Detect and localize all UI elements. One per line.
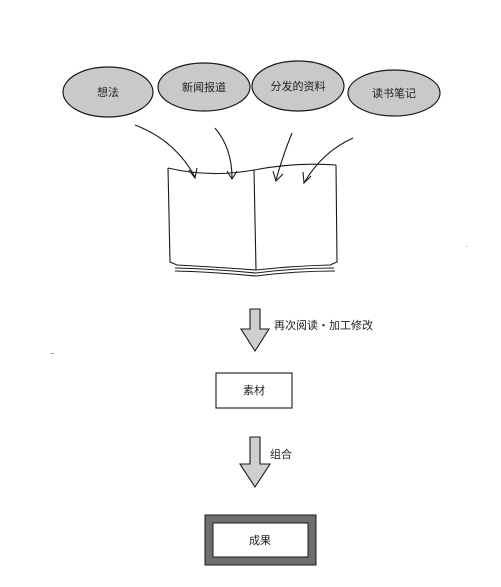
arrow-head <box>272 170 284 183</box>
source-bubble-reading-notes: 读书笔记 <box>347 69 441 117</box>
step-label: 组合 <box>270 447 292 461</box>
notebook-left-top <box>167 167 255 175</box>
box-label: 素材 <box>243 383 265 397</box>
bubble-label: 分发的资料 <box>271 79 326 93</box>
arrow-notes-to-notebook <box>303 137 354 184</box>
arrow-news-to-notebook <box>214 127 233 179</box>
step-label: 再次阅读・加工修改 <box>274 318 373 332</box>
step-arrow-reread-edit: 再次阅读・加工修改 <box>239 308 373 353</box>
down-arrow-icon <box>238 436 272 489</box>
bubble-shape <box>251 60 345 112</box>
result-box: 成果 <box>204 514 317 566</box>
bubble-label: 想法 <box>97 85 119 99</box>
arrow-handouts-to-notebook <box>275 132 293 181</box>
bubble-label: 读书笔记 <box>372 86 416 100</box>
arrow-ideas-to-notebook <box>134 124 196 178</box>
notebook-page-edge <box>174 267 335 274</box>
notebook-right-top <box>253 163 337 171</box>
notebook-spine <box>253 169 257 271</box>
paper-speck <box>51 353 54 354</box>
notebook-illustration <box>167 163 338 277</box>
bubble-shape <box>157 62 251 112</box>
source-bubble-news: 新闻报道 <box>157 62 251 112</box>
box-inner-frame <box>212 522 309 558</box>
bubble-label: 新闻报道 <box>182 80 226 94</box>
notebook-right-page <box>255 164 338 271</box>
paper-speck <box>466 246 467 247</box>
arrow-head <box>188 167 198 180</box>
arrow-head <box>302 171 312 185</box>
step-arrow-combine: 组合 <box>238 436 292 489</box>
box-label: 成果 <box>249 534 271 547</box>
box-frame <box>215 372 293 409</box>
notebook-page-edge <box>174 270 336 277</box>
down-arrow-icon <box>239 308 271 353</box>
bubble-shape <box>62 66 154 118</box>
notebook-left-page <box>167 167 257 271</box>
source-bubble-handouts: 分发的资料 <box>251 60 345 112</box>
bubble-shape <box>347 69 441 117</box>
source-bubble-ideas: 想法 <box>62 66 154 118</box>
material-box: 素材 <box>215 372 293 409</box>
